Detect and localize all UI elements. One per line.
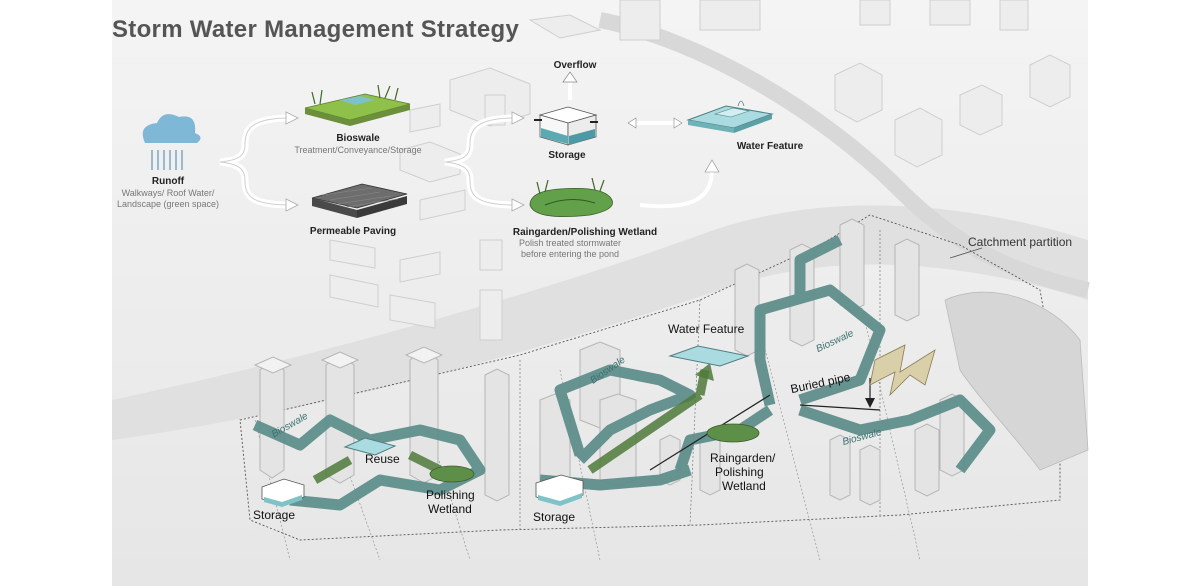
raingarden-sub-2: before entering the pond: [520, 249, 620, 259]
bioswale-icon: [304, 84, 411, 126]
map-reuse-label: Reuse: [365, 452, 400, 466]
water-feature-icon: [686, 100, 774, 133]
bioswale-sub: Treatment/Conveyance/Storage: [294, 145, 422, 155]
map-raingarden-label-2: Polishing: [715, 465, 764, 479]
map-water-feature: [668, 345, 750, 367]
double-arrow: [673, 117, 683, 129]
permeable-paving-icon: [311, 183, 408, 218]
map-storage-center-label: Storage: [533, 510, 576, 524]
cloud-icon: [142, 114, 201, 170]
map-raingarden-label-3: Wetland: [722, 479, 766, 493]
map-raingarden-label-1: Raingarden/: [710, 451, 776, 465]
raingarden-label: Raingarden/Polishing Wetland: [512, 227, 658, 238]
map-storage-left-label: Storage: [253, 508, 296, 522]
map-water-feature-label: Water Feature: [668, 322, 745, 336]
raingarden-sub-1: Polish treated stormwater: [518, 238, 622, 248]
raingarden-icon: [529, 177, 613, 217]
overflow-label: Overflow: [553, 60, 597, 71]
runoff-sub-2: Landscape (green space): [116, 199, 220, 209]
storage-label: Storage: [548, 150, 586, 161]
permeable-paving-label: Permeable Paving: [309, 226, 397, 237]
catchment-partition-label: Catchment partition: [968, 235, 1073, 249]
water-feature-label: Water Feature: [736, 141, 804, 152]
runoff-sub-1: Walkways/ Roof Water/: [121, 188, 215, 198]
map-raingarden: [706, 423, 760, 443]
map-storage-left: [261, 478, 305, 507]
return-arrow: [704, 159, 720, 173]
bioswale-network: [252, 235, 996, 511]
map-polishing-wetland-label-2: Wetland: [428, 502, 472, 516]
map-reuse-pond: [343, 437, 397, 456]
background-buildings: [329, 0, 1071, 341]
storage-icon: [534, 106, 598, 146]
overflow-arrow: [562, 71, 578, 83]
overflow-path: [869, 344, 936, 397]
page-title: Storm Water Management Strategy: [112, 16, 520, 43]
bioswale-label: Bioswale: [336, 133, 380, 144]
map-storage-center: [535, 474, 584, 506]
map-polishing-wetland: [429, 465, 475, 483]
map-polishing-wetland-label-1: Polishing: [426, 488, 475, 502]
runoff-label: Runoff: [151, 176, 185, 187]
